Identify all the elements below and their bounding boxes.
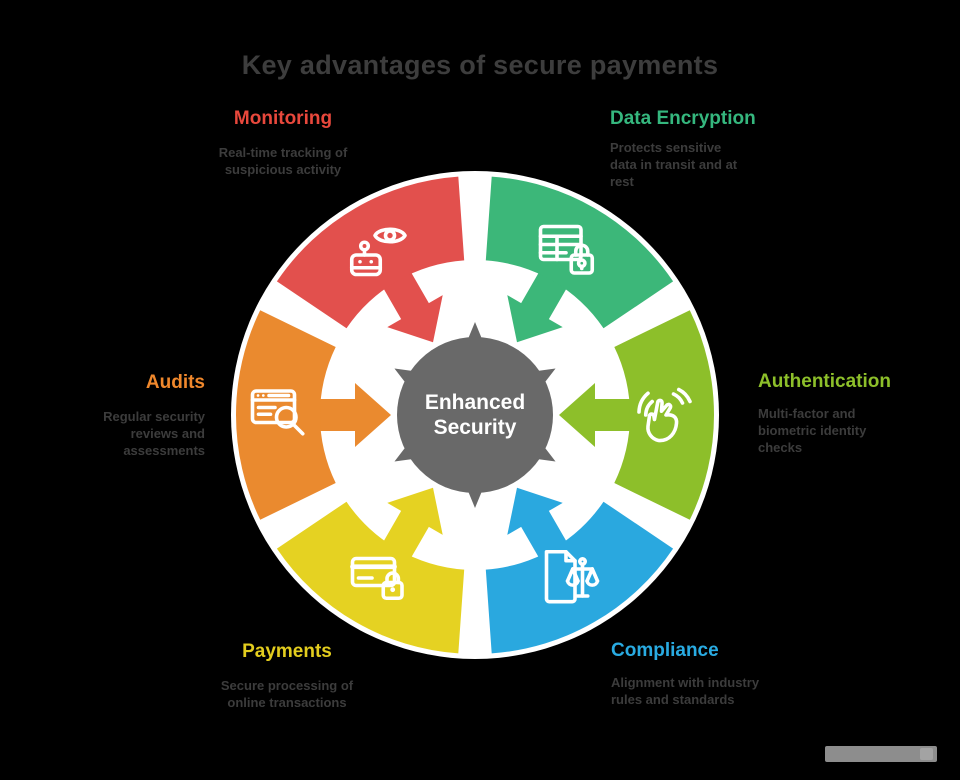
segment-audits	[235, 310, 336, 520]
data-encryption-description: Protects sensitive data in transit and a…	[610, 140, 738, 189]
payments-section: Payments Secure processing of online tra…	[192, 639, 382, 711]
watermark-logo	[825, 746, 937, 762]
table-lock-encryption-icon	[538, 224, 595, 275]
audits-description: Regular security reviews and assessments	[103, 409, 205, 458]
compliance-section: Compliance Alignment with industry rules…	[611, 638, 791, 708]
monitoring-section: Monitoring Real-time tracking of suspici…	[173, 106, 393, 178]
payments-heading: Payments	[242, 641, 332, 662]
segment-monitoring	[276, 176, 465, 329]
watermark-mark	[920, 748, 933, 760]
diagram-title: Key advantages of secure payments	[241, 50, 719, 80]
authentication-heading: Authentication	[758, 371, 891, 392]
authentication-description: Multi-factor and biometric identity chec…	[758, 406, 867, 455]
payments-description: Secure processing of online transactions	[220, 678, 354, 710]
compliance-description: Alignment with industry rules and standa…	[611, 675, 760, 707]
document-scales-compliance-icon	[544, 549, 600, 604]
center-hub	[394, 322, 556, 508]
eye-robot-monitoring-icon	[349, 227, 407, 277]
hand-gesture-authentication-icon	[637, 387, 692, 443]
center-circle	[397, 337, 553, 493]
segment-authentication	[614, 310, 715, 520]
authentication-section: Authentication Multi-factor and biometri…	[758, 369, 923, 456]
audits-section: Audits Regular security reviews and asse…	[58, 370, 205, 459]
data-encryption-section: Data Encryption Protects sensitive data …	[610, 106, 780, 190]
monitoring-heading: Monitoring	[233, 108, 333, 129]
card-lock-payments-icon	[350, 556, 404, 601]
browser-search-audits-icon	[250, 389, 305, 436]
center-hub-label: Enhanced Security	[424, 391, 526, 439]
segment-compliance	[485, 501, 674, 654]
data-encryption-heading: Data Encryption	[610, 108, 756, 129]
audits-heading: Audits	[145, 372, 205, 393]
compliance-heading: Compliance	[611, 640, 719, 661]
monitoring-description: Real-time tracking of suspicious activit…	[218, 145, 348, 177]
